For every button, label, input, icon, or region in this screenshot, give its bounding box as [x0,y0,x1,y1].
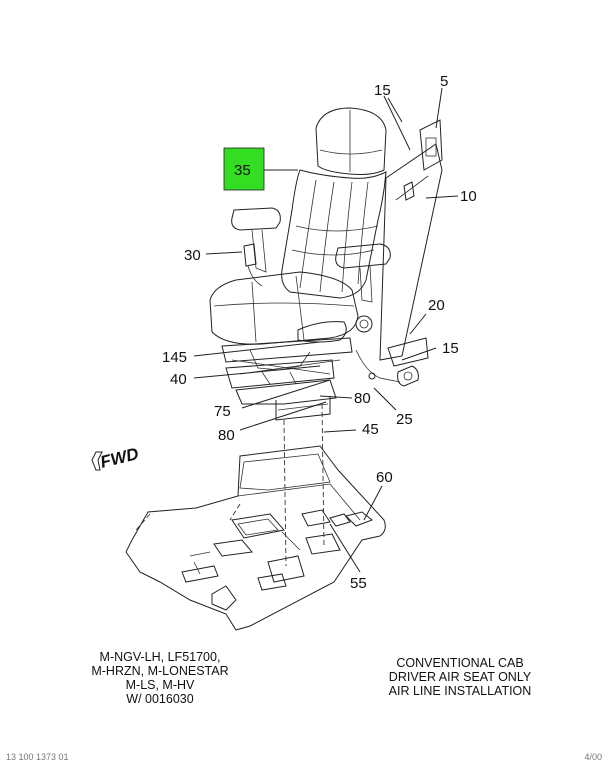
belt-pillar [355,119,443,387]
callout-35-highlight [223,147,265,191]
callout-5: 5 [440,73,448,90]
leader-lines [193,87,459,573]
callout-30: 30 [184,247,201,264]
installation-title: CONVENTIONAL CAB DRIVER AIR SEAT ONLY AI… [360,656,560,698]
callout-40: 40 [170,371,187,388]
callout-60: 60 [376,469,393,486]
callout-55: 55 [350,575,367,592]
callout-25: 25 [396,411,413,428]
applicability-line: M-HRZN, M-LONESTAR [91,664,229,678]
fwd-label: FWD [98,444,140,472]
applicability-line: M-NGV-LH, LF51700, [99,650,221,664]
fwd-arrow: FWD [91,444,141,472]
drawing-date: 4/00 [584,752,602,762]
title-line: AIR LINE INSTALLATION [388,684,532,698]
callout-10: 10 [460,188,477,205]
callout-145: 145 [162,349,187,366]
projection-lines [283,403,325,567]
armrest-right [335,243,391,303]
title-line: CONVENTIONAL CAB [396,656,524,670]
applicability-caption: M-NGV-LH, LF51700, M-HRZN, M-LONESTAR M-… [70,650,250,706]
applicability-line: W/ 0016030 [126,692,194,706]
callout-80-right: 80 [354,390,371,407]
callout-15-top: 15 [374,82,391,99]
applicability-line: M-LS, M-HV [125,678,195,692]
seat-cushion [209,271,373,345]
callout-80-left: 80 [218,427,235,444]
cab-floor [125,445,386,631]
callout-35: 35 [234,162,251,179]
callout-numbers: 5 15 35 10 30 20 15 145 40 75 80 25 80 4… [162,73,477,592]
seat-suspension [221,337,353,421]
callout-75: 75 [214,403,231,420]
seat-belt-buckle [243,243,263,287]
title-line: DRIVER AIR SEAT ONLY [388,670,532,684]
seat-back [281,107,387,299]
callout-45: 45 [362,421,379,438]
callout-15-right: 15 [442,340,459,357]
drawing-number: 13 100 1373 01 [6,752,69,762]
callout-20: 20 [428,297,445,314]
